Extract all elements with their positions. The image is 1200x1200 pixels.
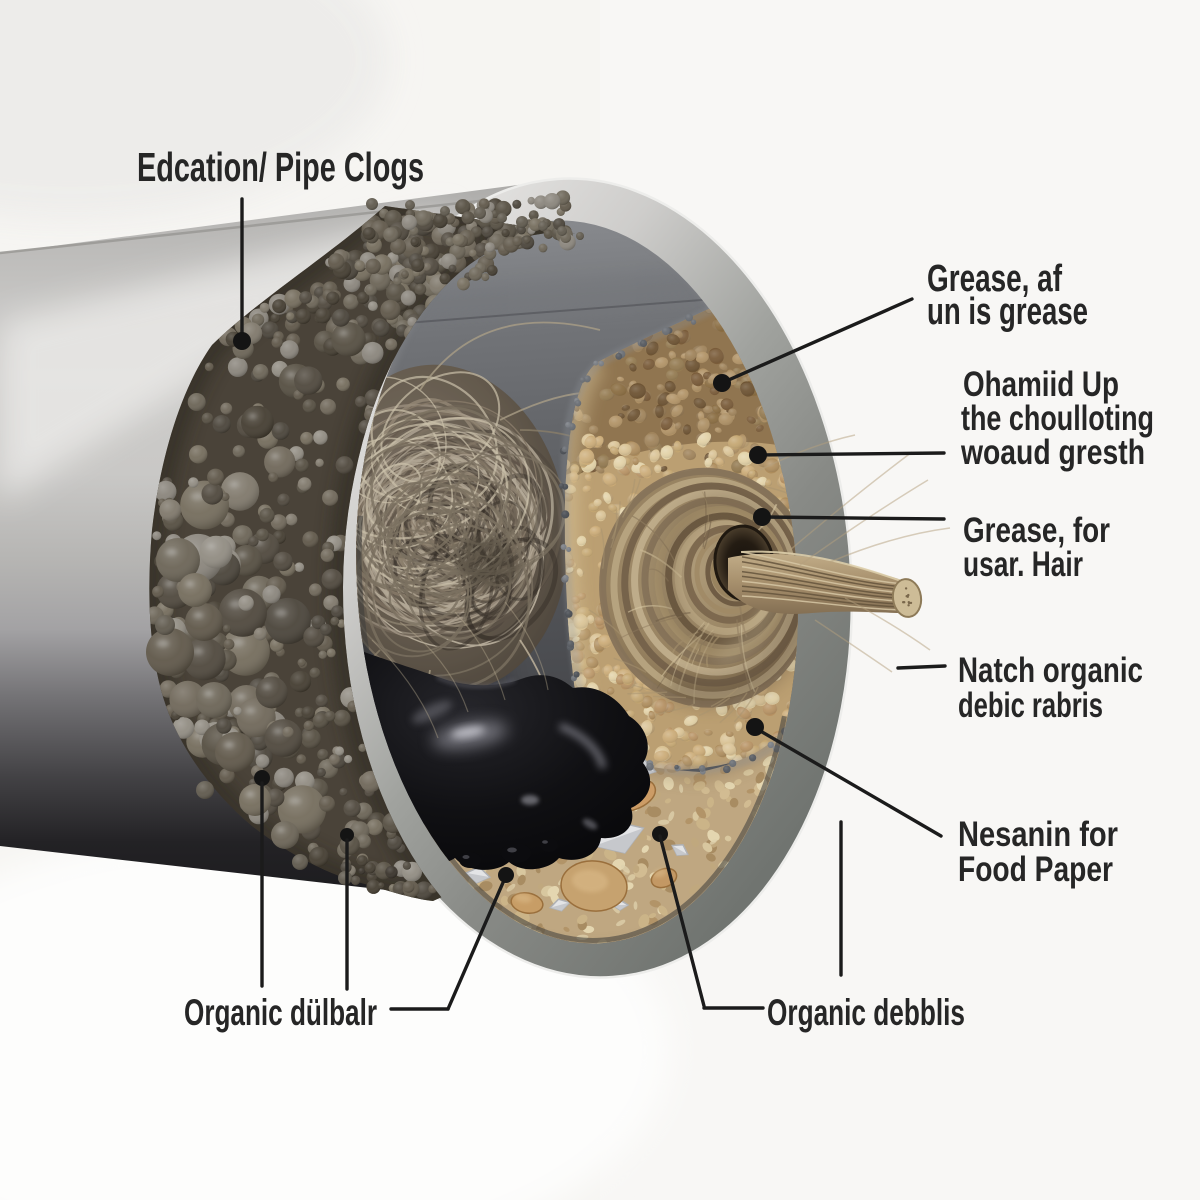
- svg-text:Nesanin for: Nesanin for: [958, 815, 1118, 854]
- svg-text:Edcation/ Pipe Clogs: Edcation/ Pipe Clogs: [137, 144, 424, 190]
- svg-text:debic rabris: debic rabris: [958, 686, 1103, 725]
- svg-text:the choulloting: the choulloting: [961, 399, 1154, 438]
- svg-text:usar. Hair: usar. Hair: [963, 545, 1083, 584]
- svg-text:Natch organic: Natch organic: [958, 651, 1143, 690]
- svg-text:Grease, af: Grease, af: [927, 258, 1062, 300]
- svg-text:Organic debblis: Organic debblis: [767, 992, 965, 1033]
- svg-text:Organic dülbalr: Organic dülbalr: [184, 992, 377, 1033]
- svg-text:woaud gresth: woaud gresth: [960, 433, 1145, 472]
- svg-text:Ohamiid Up: Ohamiid Up: [963, 365, 1119, 404]
- svg-text:Grease, for: Grease, for: [963, 511, 1110, 550]
- svg-text:Food Paper: Food Paper: [958, 850, 1113, 889]
- svg-text:un is grease: un is grease: [927, 291, 1088, 333]
